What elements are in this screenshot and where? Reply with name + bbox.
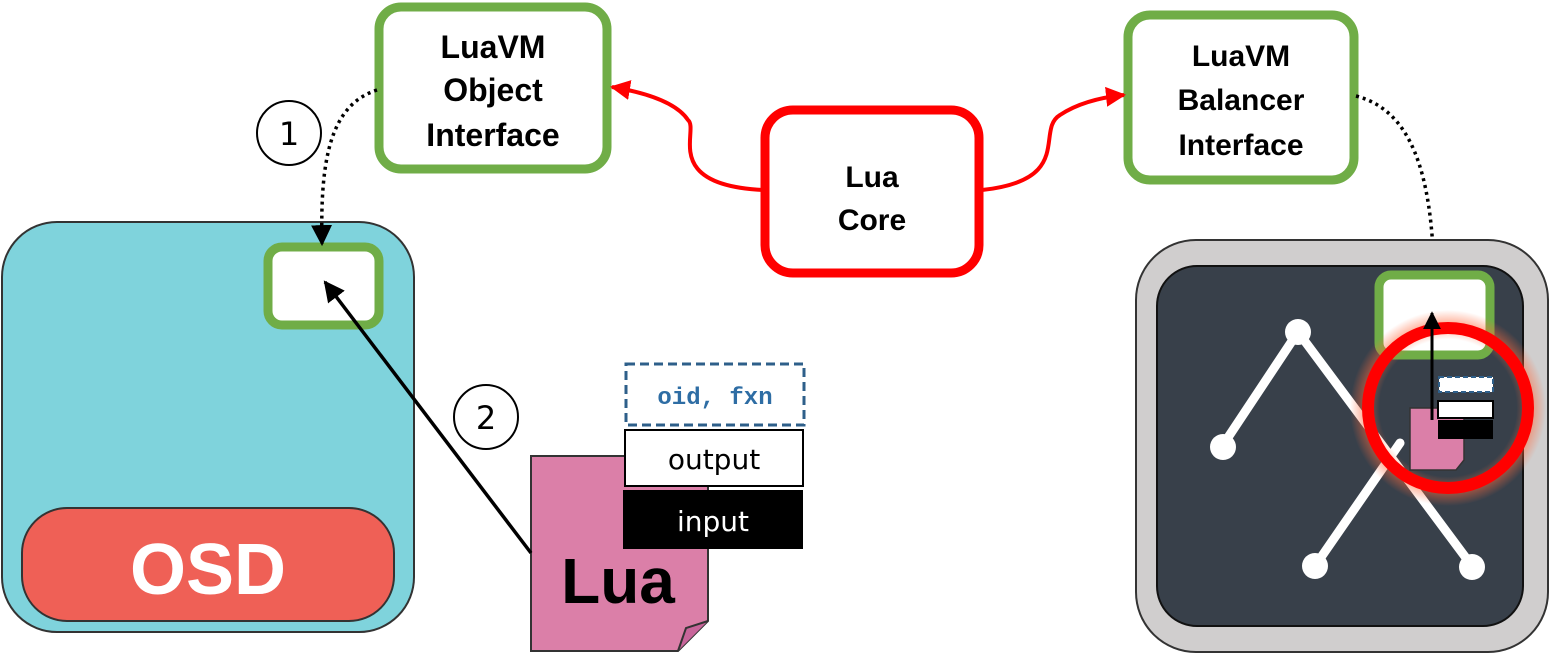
tree-right-leaf	[1459, 554, 1485, 580]
tree-mid-leaf	[1302, 553, 1328, 579]
mini-output-box	[1437, 400, 1494, 419]
lua-to-osd-arrow	[323, 280, 533, 555]
lua-core-line2: Core	[838, 204, 906, 237]
osd-device: OSD	[1, 221, 415, 633]
osd-label-box	[21, 507, 395, 622]
object-interface-line2: Object	[443, 72, 543, 108]
core-to-balancer-arrow	[981, 86, 1126, 192]
osd-object-slot	[263, 242, 384, 330]
lua-script-label: Lua	[561, 545, 675, 617]
request-input-box: input	[623, 490, 803, 549]
osd-label: OSD	[130, 530, 286, 610]
step-1-label: 1	[279, 115, 299, 153]
step-1-marker: 1	[256, 100, 322, 166]
balancer-device	[1135, 239, 1549, 653]
step-2-marker: 2	[453, 384, 519, 450]
tree-root-node	[1285, 319, 1311, 345]
balancer-interface-line3: Interface	[1178, 129, 1303, 162]
balancer-interface-line1: LuaVM	[1192, 40, 1290, 73]
request-output-box: output	[624, 429, 804, 487]
request-args-box: oid, fxn	[624, 362, 806, 427]
object-interface-line1: LuaVM	[441, 29, 546, 65]
object-interface-node: LuaVM Object Interface	[374, 2, 612, 174]
object-interface-to-osd-dotted	[311, 88, 378, 247]
request-output-text: output	[668, 443, 760, 476]
core-to-object-arrow	[610, 80, 764, 192]
mini-input-box	[1438, 420, 1493, 439]
highlight-circle	[1362, 322, 1534, 494]
request-input-text: input	[677, 505, 749, 538]
mini-args-box	[1438, 376, 1494, 393]
balancer-interface-line2: Balancer	[1178, 84, 1305, 117]
lua-core-line1: Lua	[845, 161, 899, 194]
balancer-interface-node: LuaVM Balancer Interface	[1123, 10, 1359, 185]
step-2-label: 2	[476, 399, 496, 437]
tree-left-leaf	[1210, 434, 1236, 460]
object-interface-line3: Interface	[426, 117, 559, 153]
request-args-text: oid, fxn	[657, 385, 772, 412]
lua-core-node: Lua Core	[760, 105, 984, 278]
